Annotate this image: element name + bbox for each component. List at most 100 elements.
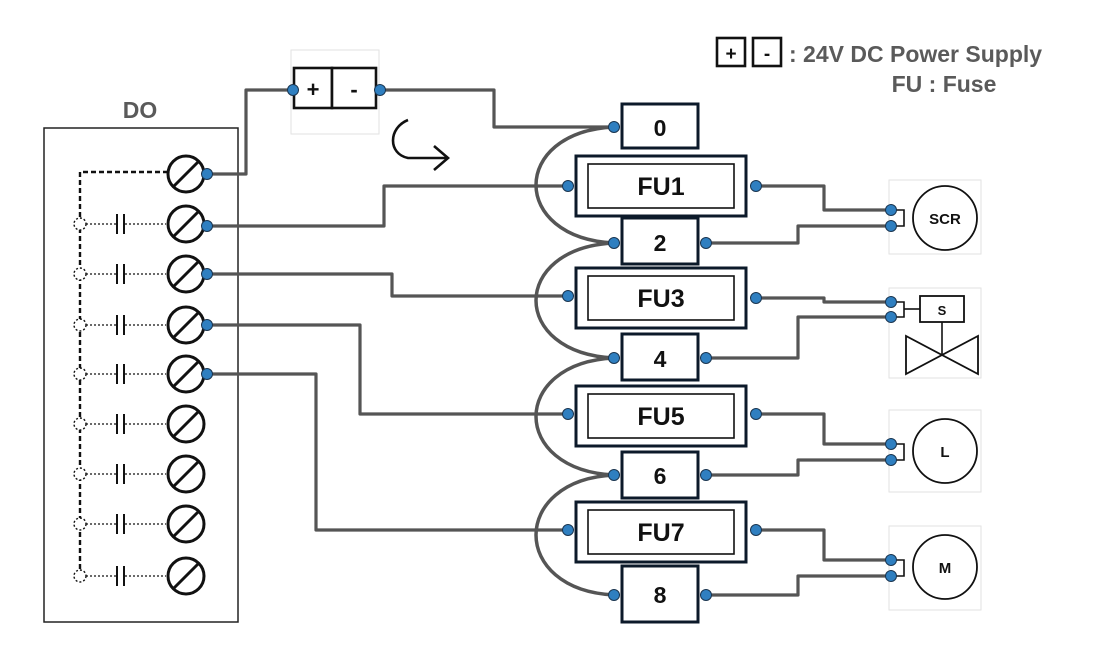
- jumper-t2-t4: [534, 241, 615, 360]
- wires: [207, 88, 891, 597]
- fuse-box-fu7: [574, 500, 748, 564]
- terminal-box-8: [620, 564, 700, 624]
- legend-minus: -: [764, 44, 770, 65]
- do-channel: [166, 154, 206, 194]
- wire-minus-t0: [380, 88, 614, 129]
- connection-dot: [700, 352, 712, 364]
- connection-dot: [201, 368, 213, 380]
- connection-dot: [885, 570, 897, 582]
- do-channel: [73, 254, 206, 294]
- connection-dot: [608, 237, 620, 249]
- power-plus-box: [292, 66, 334, 110]
- connection-dots: [201, 84, 897, 601]
- wire-common-plus: [207, 88, 293, 176]
- wire-do4-fu7: [207, 372, 568, 532]
- power-minus-label: -: [350, 77, 357, 102]
- terminal-box-0: [620, 102, 700, 150]
- terminal-label-4: 4: [654, 346, 667, 372]
- connection-dot: [562, 408, 574, 420]
- legend-plus-box: [715, 36, 747, 68]
- load-label-l: L: [940, 444, 949, 461]
- connection-dot: [201, 319, 213, 331]
- terminal-strip: 0 2 4 6 8 FU1 FU3 FU5 FU7: [574, 102, 748, 624]
- current-arrow-icon: [391, 118, 450, 171]
- connection-dot: [608, 469, 620, 481]
- wire-t2-scr: [706, 224, 891, 245]
- wire-do2-fu3: [207, 272, 568, 298]
- fuse-box-fu3: [574, 266, 748, 330]
- terminal-label-2: 2: [654, 230, 667, 256]
- load-label-scr: SCR: [929, 211, 961, 228]
- do-channel: [73, 404, 206, 444]
- terminal-box-4: [620, 332, 700, 382]
- do-channels: [73, 154, 206, 596]
- wire-t8-m: [706, 574, 891, 597]
- do-channel: [73, 204, 206, 244]
- load-frame-scr: [888, 179, 982, 255]
- connection-dot: [201, 220, 213, 232]
- connection-dot: [700, 589, 712, 601]
- load-label-m: M: [939, 560, 952, 577]
- wire-t4-s: [706, 315, 891, 360]
- loads: SCR S L M: [888, 179, 982, 611]
- legend-fuse-text: FU : Fuse: [892, 71, 997, 97]
- connection-dot: [374, 84, 386, 96]
- do-channel: [73, 556, 206, 596]
- wire-t6-l: [706, 458, 891, 477]
- do-label: DO: [123, 97, 158, 123]
- do-channel: [73, 354, 206, 394]
- wire-do3-fu5: [207, 323, 568, 416]
- load-frame-m: [888, 525, 982, 611]
- connection-dot: [201, 268, 213, 280]
- jumper-t6-t8: [534, 473, 615, 597]
- wire-fu1-scr: [756, 184, 891, 212]
- connection-dot: [608, 121, 620, 133]
- load-frame-l: [888, 409, 982, 493]
- terminal-box-2: [620, 216, 700, 266]
- do-common-line: [78, 170, 168, 578]
- do-channel: [73, 454, 206, 494]
- legend-minus-box: [751, 36, 783, 68]
- power-plus-label: +: [307, 77, 320, 102]
- connection-dot: [750, 180, 762, 192]
- fuse-label-fu1: FU1: [637, 173, 684, 201]
- do-channel: [73, 504, 206, 544]
- load-frame-s: [888, 287, 982, 379]
- wire-fu7-m: [756, 528, 891, 562]
- fuse-box-fu1: [574, 154, 748, 218]
- connection-dot: [750, 408, 762, 420]
- connection-dot: [885, 454, 897, 466]
- terminal-label-6: 6: [654, 463, 667, 489]
- connection-dot: [562, 524, 574, 536]
- connection-dot: [608, 352, 620, 364]
- wire-fu5-l: [756, 412, 891, 446]
- fuse-box-fu5: [574, 384, 748, 448]
- connection-dot: [608, 589, 620, 601]
- load-lamp-icon: [912, 418, 978, 484]
- connection-dot: [700, 237, 712, 249]
- fuse-label-fu3: FU3: [637, 285, 684, 313]
- fuse-label-fu7: FU7: [637, 519, 684, 547]
- connection-dot: [885, 311, 897, 323]
- connection-dot: [750, 292, 762, 304]
- load-scr-icon: [912, 185, 978, 251]
- connection-dot: [750, 524, 762, 536]
- jumper-t4-t6: [534, 356, 615, 477]
- power-supply: + -: [290, 49, 380, 135]
- fuse-label-fu5: FU5: [637, 403, 684, 431]
- jumper-t0-t2: [534, 125, 615, 245]
- connection-dot: [885, 220, 897, 232]
- terminal-label-0: 0: [654, 115, 667, 141]
- connection-dot: [562, 290, 574, 302]
- connection-dot: [287, 84, 299, 96]
- wire-do1-fu1: [207, 184, 568, 228]
- connection-dot: [201, 168, 213, 180]
- connection-dot: [885, 296, 897, 308]
- legend-power-text: : 24V DC Power Supply: [789, 41, 1042, 67]
- connection-dot: [885, 554, 897, 566]
- connection-dot: [885, 204, 897, 216]
- valve-body-icon: [905, 334, 979, 376]
- terminal-box-6: [620, 450, 700, 500]
- terminal-label-8: 8: [654, 582, 667, 608]
